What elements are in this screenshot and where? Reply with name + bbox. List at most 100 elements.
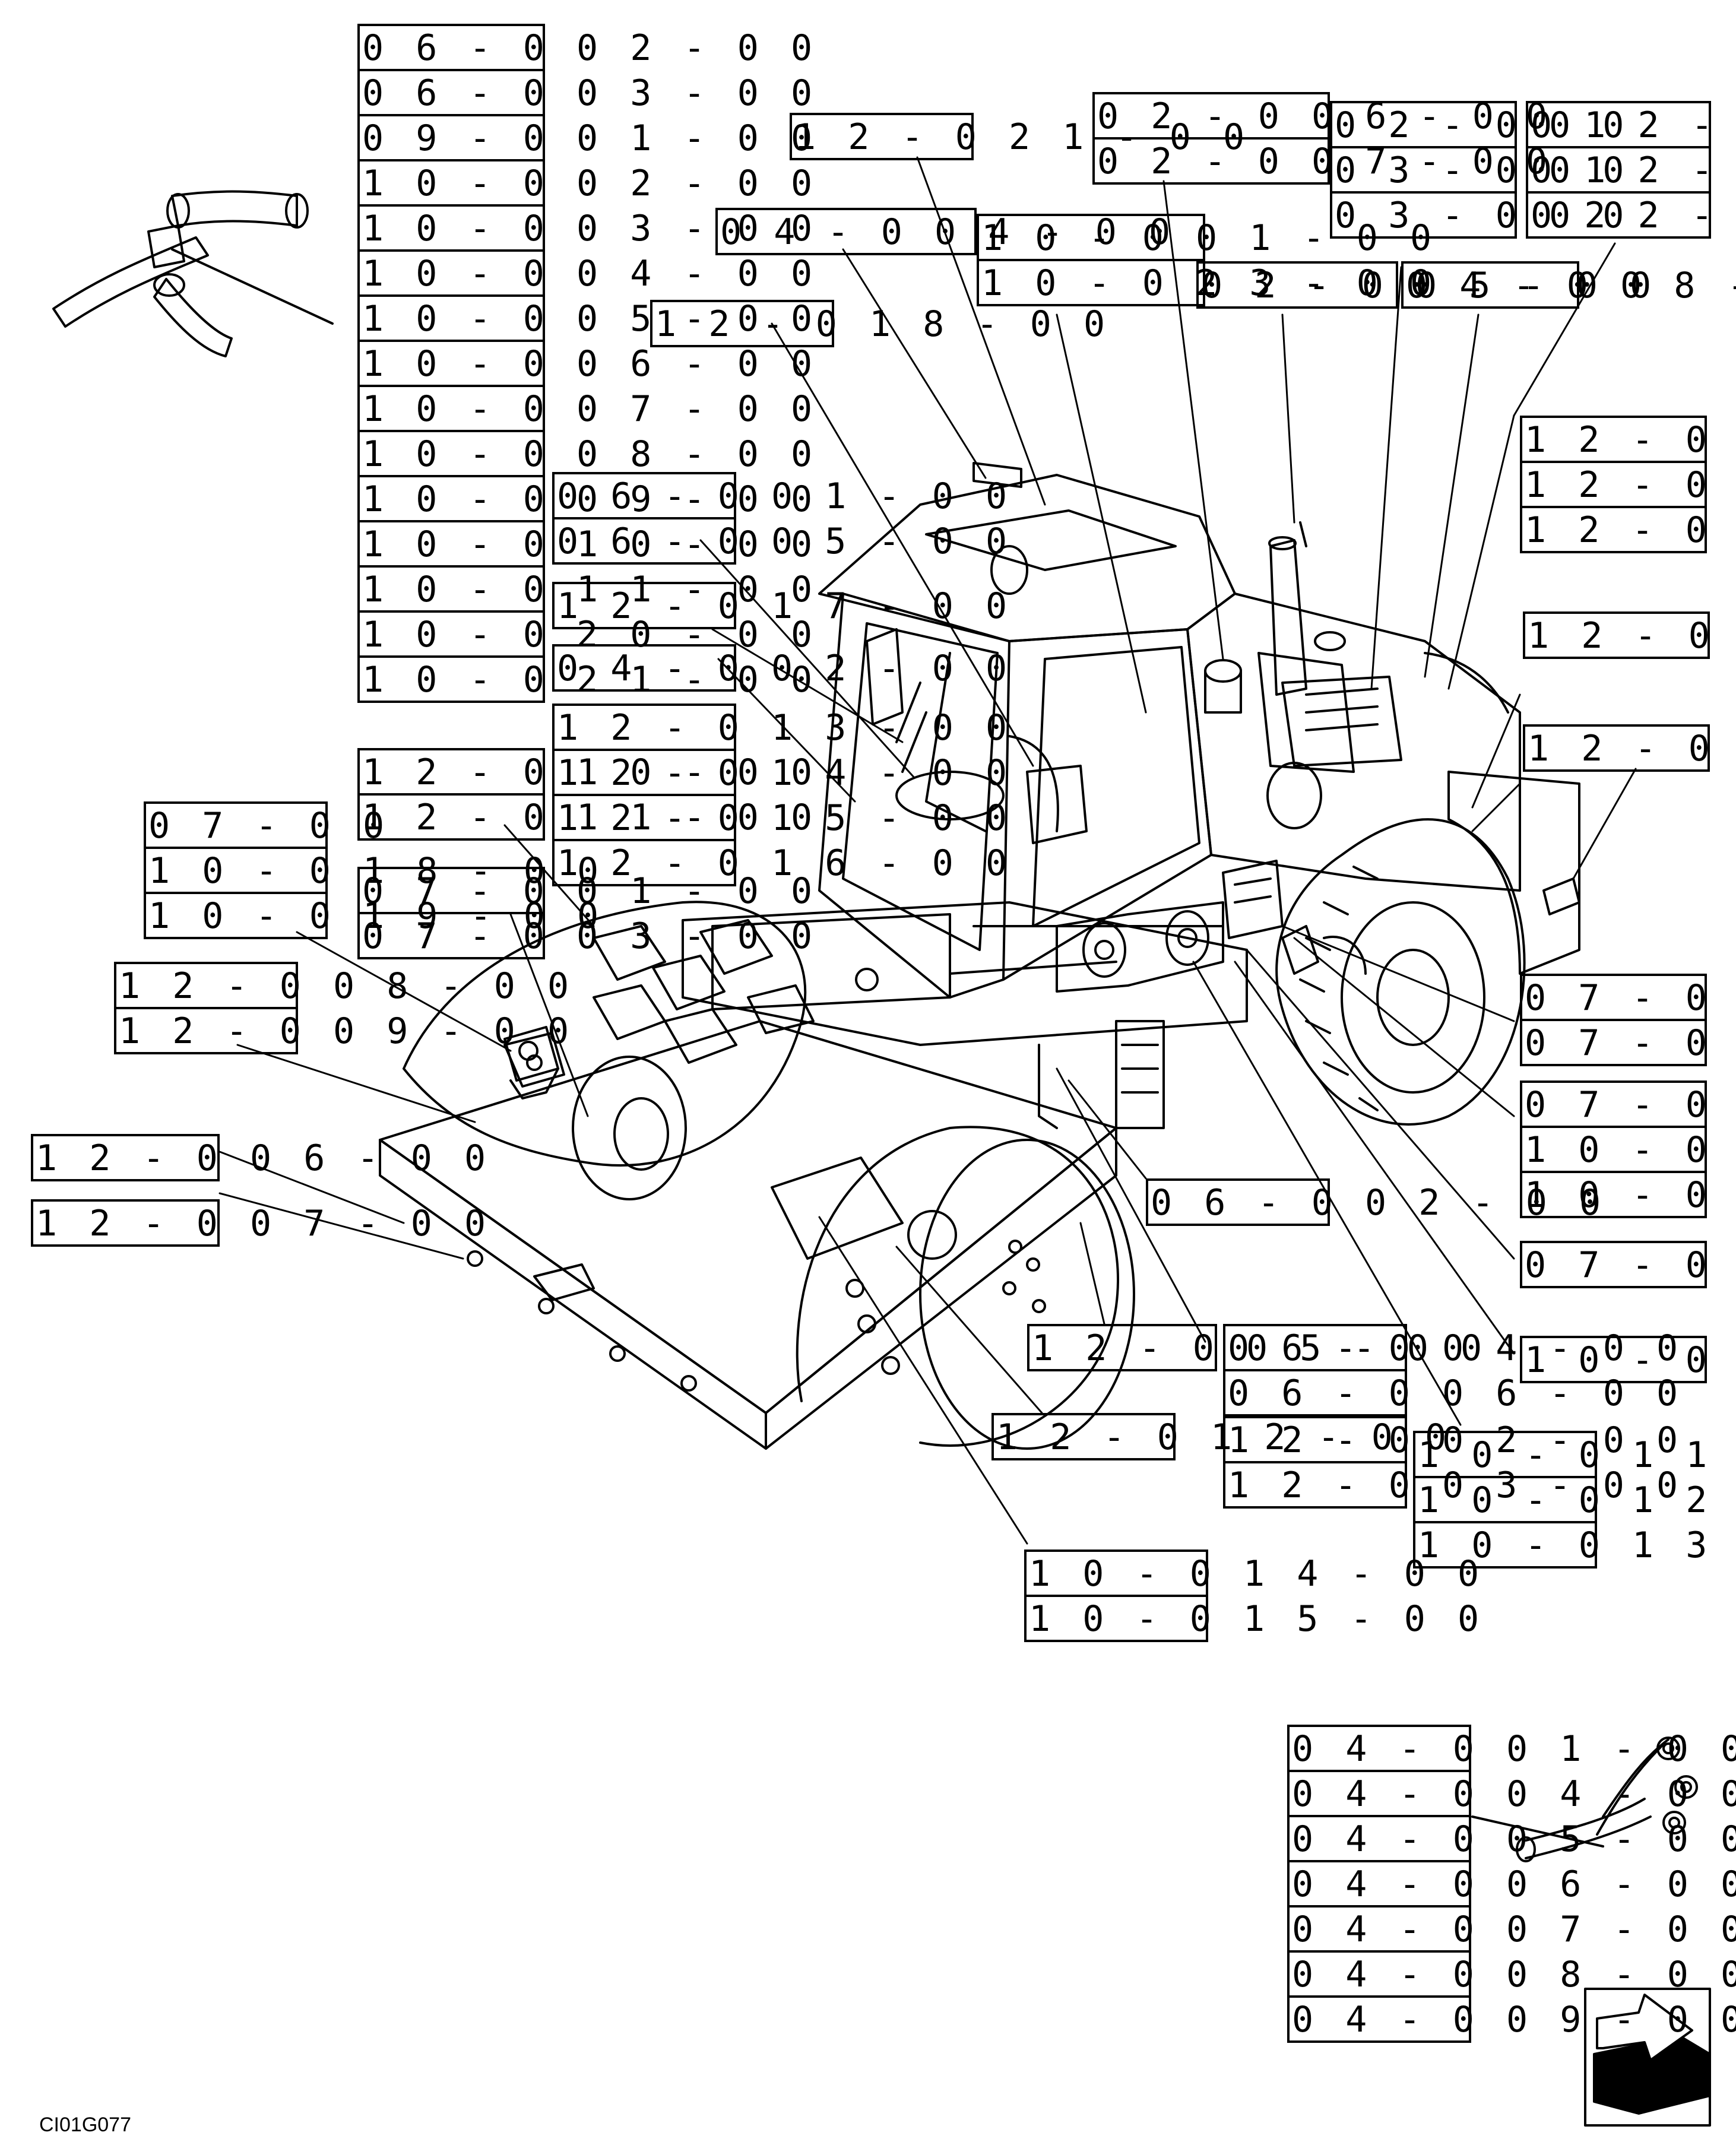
part-code-box[interactable]: 1 2 - 0 2	[1520, 461, 1736, 508]
part-code-box[interactable]: 0 4 - 0 0 9 - 0 0	[1287, 1995, 1736, 2043]
part-code-box[interactable]: 1 0 - 0 1 0 - 0 0	[357, 520, 812, 568]
part-code-box[interactable]: 0 4 - 0 0 4 - 0 0	[715, 208, 1170, 255]
part-code-box[interactable]: 1 2 - 0 2	[1520, 506, 1736, 553]
part-code-box[interactable]: 1 0 - 0 1	[1520, 1171, 1736, 1218]
part-code-box[interactable]: 0 6 - 0 0 6 - 0 0	[1223, 1369, 1678, 1417]
next-page-arrow-icon[interactable]	[1584, 1988, 1711, 2127]
part-code-box[interactable]: 1 2 - 0 0 6 - 0 0	[31, 1134, 486, 1181]
part-code-box[interactable]: 0 6 - 0 0 2 - 0 0	[357, 24, 812, 71]
part-code-box[interactable]: 1 0 - 0 0 2 - 0 0	[357, 159, 812, 207]
group-right-12-02-b: 1 2 - 0 2	[1523, 611, 1736, 659]
part-code-box[interactable]: 1 2 - 0 1 2 - 0 0	[991, 1413, 1446, 1460]
group-12-002: 1 2 - 0 0 2 - 0 0 1 2 - 0 0 3 - 0 0	[1223, 1416, 1678, 1509]
part-code-box[interactable]: 1 2 - 0 2 1 - 0 0	[790, 113, 1244, 160]
part-code-box[interactable]: 0 7 - 0 0	[144, 801, 384, 849]
part-code-box[interactable]: 0 7 - 0 0	[1520, 974, 1736, 1021]
part-code-box[interactable]: 1 2 - 0 1 3 - 0 0	[552, 704, 1007, 751]
group-06-004: 0 6 - 0 0 4 - 0 0 0 6 - 0 0 6 - 0 0	[1223, 1324, 1678, 1417]
group-12-012: 1 2 - 0 1 2 - 0 0	[991, 1413, 1446, 1460]
part-code-box[interactable]: 1 2 - 0 0 5 - 0 0	[1027, 1324, 1482, 1371]
part-code-box[interactable]: 1 0 - 0 1 1 - 0 0	[357, 565, 812, 613]
figure-id: CI01G077	[39, 2114, 131, 2136]
group-12-017: 1 2 - 0 1 7 - 0 0	[552, 582, 1007, 629]
part-code-box[interactable]: 0 7 - 0 0	[1520, 1241, 1736, 1288]
group-left-main: 0 6 - 0 0 2 - 0 0 0 6 - 0 0 3 - 0 0 0 9 …	[357, 24, 812, 703]
part-code-box[interactable]: 0 6 - 0 0 1 - 0 0	[552, 472, 1007, 519]
part-code-box[interactable]: 0 7 - 0 0	[1520, 1080, 1736, 1128]
part-code-box[interactable]: 0 4 - 0 0 8 - 0 0	[1401, 261, 1736, 309]
part-code-box[interactable]: 1 0 - 0 0 8 - 0 0	[357, 430, 812, 477]
part-code-box[interactable]: 1 0 - 0 0 3 - 0 0	[357, 204, 812, 252]
group-right-07-00: 0 7 - 0 0 0 7 - 0 0	[1520, 974, 1736, 1066]
part-code-box[interactable]: 1 0 - 0 2 3 - 0 0	[977, 259, 1431, 306]
part-code-box[interactable]: 1 2 - 0 1 7 - 0 0	[552, 582, 1007, 629]
part-code-box[interactable]: 1 0 - 0 0 1 - 0 0	[977, 214, 1431, 261]
part-code-box[interactable]: 1 2 - 0 0 3 - 0 0	[1223, 1461, 1678, 1509]
part-code-box[interactable]: 0 4 - 0 0 6 - 0 0	[1287, 1860, 1736, 1907]
part-code-box[interactable]: 1 2 - 0 1 8 - 0 0	[650, 300, 1105, 347]
group-06-001: 0 6 - 0 0 1 - 0 0 0 6 - 0 0 5 - 0 0	[552, 472, 1007, 565]
part-code-box[interactable]: 1 0 - 0 1 4 - 0 0	[1024, 1550, 1479, 1597]
part-code-box[interactable]: 1 0 - 0 1 9 - 0 0	[144, 892, 598, 939]
part-code-box[interactable]: 1 0 - 0 0	[1520, 1336, 1736, 1383]
part-code-box[interactable]: 1 2 - 0 0	[1523, 724, 1736, 772]
group-12-018: 1 2 - 0 1 8 - 0 0	[650, 300, 1105, 347]
part-code-box[interactable]: 1 0 - 0 2 1 - 0 0	[357, 655, 812, 703]
group-06-002: 0 6 - 0 0 2 - 0 0	[1146, 1178, 1601, 1226]
part-code-box[interactable]: 1 0 - 0 0 5 - 0 0	[357, 294, 812, 342]
drum-roller-drawing	[379, 1020, 1135, 1450]
part-code-box[interactable]: 0 4 - 0 0 4 - 0 0	[1287, 1770, 1736, 1817]
part-code-box[interactable]: 0 6 - 0 0 3 - 0 0	[357, 69, 812, 116]
part-code-box[interactable]: 0 6 - 0 0 2 - 0 0	[1146, 1178, 1601, 1226]
part-code-box[interactable]: 0 2 - 0 0 0	[1330, 101, 1624, 148]
group-12-006: 1 2 - 0 0 6 - 0 0	[31, 1134, 486, 1181]
part-code-box[interactable]: 0 2 - 0 0 5 - 0 0	[1196, 261, 1651, 309]
part-code-box[interactable]: 0 6 - 0 0 5 - 0 0	[552, 517, 1007, 565]
part-code-box[interactable]: 1 2 - 0 1 1 - 0 0	[357, 793, 812, 841]
part-code-box[interactable]: 0 1 2 - 0 0 0	[1526, 146, 1736, 194]
part-code-box[interactable]: 1 0 - 0 2 0 - 0 0	[357, 610, 812, 658]
part-code-box[interactable]: 0 1 2 - 0 0 0	[1526, 101, 1736, 148]
group-07-00-left: 0 7 - 0 0 1 0 - 0 1 8 - 0 0 1 0 - 0 1 9 …	[144, 801, 598, 939]
part-code-box[interactable]: 0 4 - 0 0 1 - 0 0	[1287, 1725, 1736, 1772]
part-code-box[interactable]: 1 0 - 0 0 6 - 0 0	[357, 340, 812, 387]
group-right-07-10: 0 7 - 0 0 1 0 - 0 1 1 0 - 0 1	[1520, 1080, 1736, 1218]
part-code-box[interactable]: 1 2 - 0 2	[1520, 416, 1736, 463]
vibration-motor-drawing	[503, 1026, 559, 1099]
part-code-box[interactable]: 1 2 - 0 0 9 - 0 0	[114, 1007, 569, 1054]
part-code-box[interactable]: 0 7 - 0 0	[1520, 1019, 1736, 1066]
part-code-box[interactable]: 0 4 - 0 0 7 - 0 0	[1287, 1905, 1736, 1953]
part-code-box[interactable]: 0 3 - 0 0 0	[1330, 146, 1624, 194]
group-04-harness: 0 4 - 0 0 1 - 0 0 0 4 - 0 0 4 - 0 0 0 4 …	[1287, 1725, 1736, 2043]
part-code-box[interactable]: 0 4 - 0 0 8 - 0 0	[1287, 1950, 1736, 1998]
part-code-box[interactable]: 0 4 - 0 0 2 - 0 0	[552, 644, 1007, 692]
part-code-box[interactable]: 1 0 - 0 1 2 - 0 0	[1413, 1476, 1736, 1523]
part-code-box[interactable]: 1 0 - 0 1 1 - 0 0	[1413, 1431, 1736, 1478]
part-code-box[interactable]: 1 0 - 0 1 8 - 0 0	[144, 847, 598, 894]
part-code-box[interactable]: 1 0 - 0 1 5 - 0 0	[1024, 1595, 1479, 1642]
part-code-box[interactable]: 0 2 2 - 0 0 0	[1526, 191, 1736, 239]
part-code-box[interactable]: 0 6 - 0 0 4 - 0 0	[1223, 1324, 1678, 1371]
part-code-box[interactable]: 1 0 - 0 0 4 - 0 0	[357, 249, 812, 297]
part-code-box[interactable]: 1 2 - 0 2	[1523, 611, 1736, 659]
part-code-box[interactable]: 1 0 - 0 0 9 - 0 0	[357, 475, 812, 522]
part-code-box[interactable]: 1 2 - 0 0 7 - 0 0	[31, 1199, 486, 1247]
group-right-10-00: 1 0 - 0 0	[1520, 1336, 1736, 1383]
part-code-box[interactable]: 0 2 - 0 0 6 - 0 0	[1092, 92, 1547, 140]
part-code-box[interactable]: 0 2 - 0 0 7 - 0 0	[1092, 137, 1547, 185]
group-right-07-00-b: 0 7 - 0 0	[1520, 1241, 1736, 1288]
part-code-box[interactable]: 1 0 - 0 0 7 - 0 0	[357, 385, 812, 432]
part-code-box[interactable]: 1 2 - 0 1 0 - 0 0	[357, 748, 812, 796]
part-code-box[interactable]: 1 2 - 0 0 8 - 0 0	[114, 962, 569, 1009]
part-code-box[interactable]: 1 0 - 0 1 3 - 0 0	[1413, 1521, 1736, 1569]
group-right-12-00: 1 2 - 0 0	[1523, 724, 1736, 772]
part-code-box[interactable]: 0 9 - 0 0 1 - 0 0	[357, 114, 812, 161]
group-12-010: 1 2 - 0 1 0 - 0 0 1 2 - 0 1 1 - 0 0	[357, 748, 812, 841]
part-code-box[interactable]: 1 0 - 0 1	[1520, 1126, 1736, 1173]
part-code-box[interactable]: 0 4 - 0 0 5 - 0 0	[1287, 1815, 1736, 1862]
group-12-008: 1 2 - 0 0 8 - 0 0 1 2 - 0 0 9 - 0 0	[114, 962, 569, 1054]
part-code-box[interactable]: 1 2 - 0 0 2 - 0 0	[1223, 1416, 1678, 1463]
